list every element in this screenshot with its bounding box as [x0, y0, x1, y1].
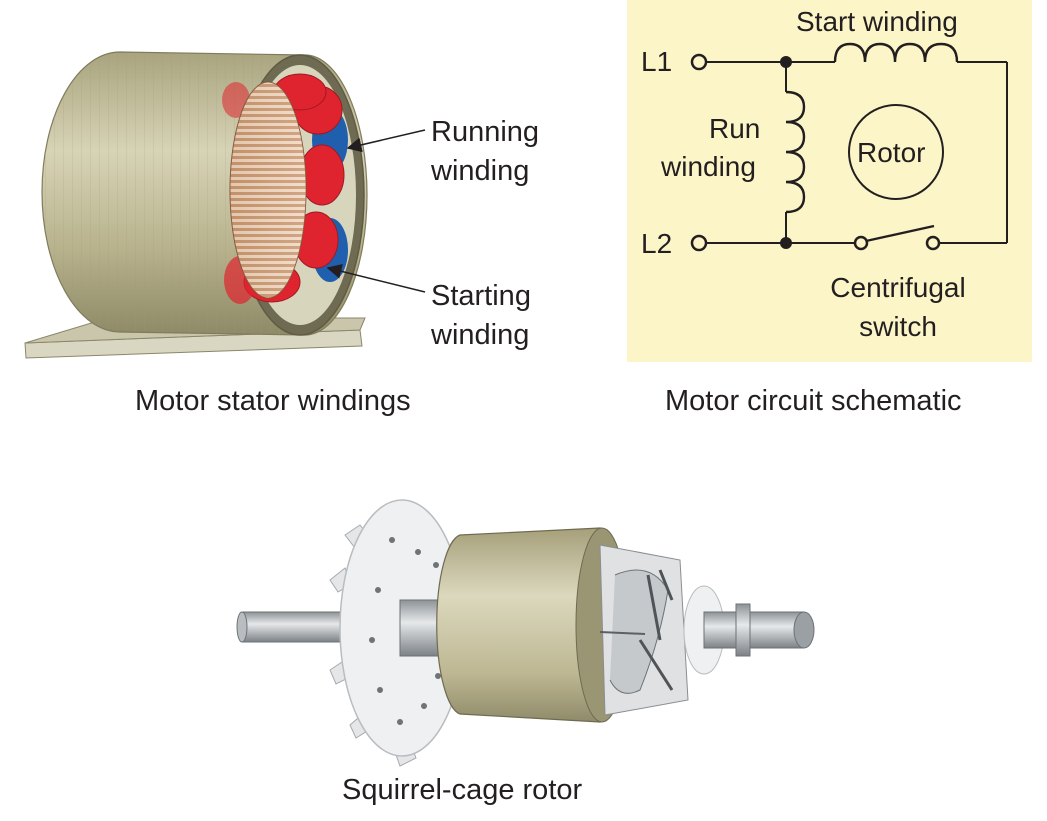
right-shaft [703, 611, 805, 649]
centrifugal-mechanism [599, 544, 689, 716]
rotor-symbol [848, 104, 944, 200]
l2-terminal [690, 234, 708, 252]
stator-windings [222, 73, 348, 304]
centrifugal-switch-label-line1: Centrifugal [830, 272, 966, 303]
switch-blade [865, 224, 935, 243]
switch-contact-right [925, 235, 941, 251]
stator-caption: Motor stator windings [135, 385, 411, 417]
l2-label: L2 [641, 228, 673, 259]
run-winding-label-line1: Run [709, 113, 761, 144]
start-winding-label: Start winding [796, 6, 958, 37]
schematic-caption: Motor circuit schematic [665, 385, 962, 417]
l2-junction [780, 237, 792, 249]
run-winding-coil [785, 90, 806, 214]
running-winding-label-line1: Running [431, 116, 540, 148]
centrifugal-switch-label-line2: switch [859, 311, 937, 342]
l1-terminal [690, 53, 708, 71]
rotor-illustration [236, 499, 815, 767]
rotor-label: Rotor [857, 137, 926, 168]
l1-junction [780, 56, 792, 68]
running-winding-label-line2: winding [431, 155, 530, 187]
running-winding-arrow [346, 129, 426, 153]
rotor-caption: Squirrel-cage rotor [342, 774, 583, 806]
starting-winding-arrow [326, 263, 426, 293]
start-winding-coil [833, 42, 959, 63]
stator-illustration [24, 51, 426, 359]
switch-contact-left [853, 235, 869, 251]
starting-winding-label-line2: winding [431, 319, 530, 351]
schematic-panel [627, 0, 1032, 362]
run-winding-label-line2: winding [661, 151, 756, 182]
starting-winding-label-line1: Starting [431, 280, 531, 312]
l1-label: L1 [641, 46, 673, 77]
